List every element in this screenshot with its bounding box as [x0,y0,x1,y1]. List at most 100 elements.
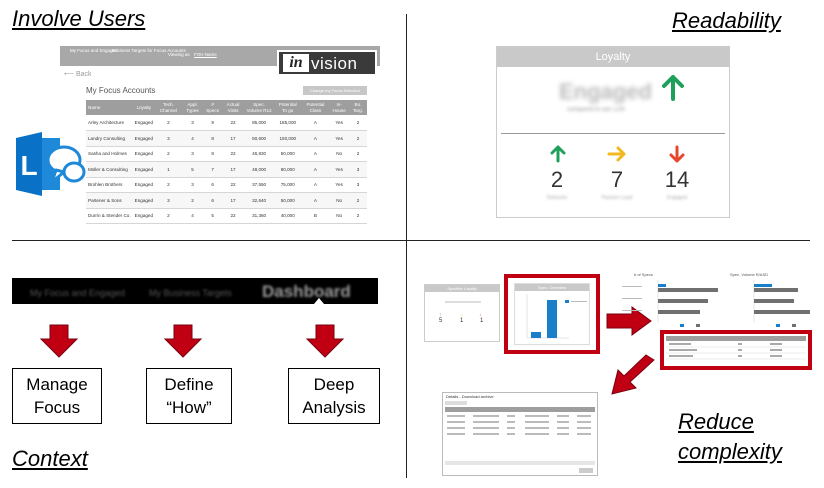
active-tab-notch [314,298,324,304]
table-cell: 31,360 [244,208,274,224]
table-cell: A [301,192,330,209]
svg-text:L: L [20,150,37,181]
table-cell: 22 [221,177,245,193]
table-cell: A [301,130,330,147]
mini-table-grid [445,401,595,473]
column-header[interactable]: Bo. Targ. [349,100,367,115]
table-cell: 7 [203,161,222,178]
dashboard-nav-bar: My Focus and Engaged My Business Targets… [12,278,378,304]
mock-nav-item[interactable]: My Focus and Engaged [70,48,118,53]
table-cell: 2 [155,208,182,224]
table-cell: 22 [221,115,245,131]
nav-item-focus[interactable]: My Focus and Engaged [30,288,126,298]
mini-loyalty-card: Specifier Loyalty ↑ → ↓ 5 1 1 [424,284,500,342]
table-cell: Engaged [132,177,156,193]
column-header[interactable]: Actual Visits [221,100,245,115]
table-cell: 3 [181,177,204,193]
table-cell: Yes [329,177,349,193]
table-cell: 50,600 [244,130,274,147]
column-header[interactable]: In-House [329,100,349,115]
box-line: Manage [26,375,88,394]
horizontal-divider [12,240,810,241]
table-cell: 3 [349,161,367,178]
table-cell: 150,000 [273,130,302,147]
column-header[interactable]: Potential To go [273,100,302,115]
table-cell: 2 [155,115,182,131]
table-cell: No [329,208,349,224]
table-cell: 22 [221,208,245,224]
table-cell: 85,000 [244,115,274,131]
column-header[interactable]: Spec. Volume R12 [244,100,274,115]
mock-back-link[interactable]: ⟵ Back [64,70,92,78]
table-cell: 22 [221,146,245,162]
table-cell: 8 [203,146,222,162]
table-cell: 40,000 [273,208,302,224]
mini-value: 1 [460,318,464,324]
mini-data-table [666,336,806,360]
mini-chart-title: Spec. Volume R/ASD [730,272,769,277]
back-label: Back [75,71,92,78]
count-value: 2 [550,167,564,192]
loyalty-main-value: Engaged [559,79,652,104]
column-header[interactable]: Tech. Channel [155,100,182,115]
table-cell: A [301,146,330,162]
count-label: Detractor [546,195,568,201]
table-cell: 2 [349,130,367,147]
table-cell: No [329,146,349,162]
box-line: Focus [33,398,81,417]
loyalty-divider [501,133,725,134]
q4-title-line2: complexity [678,439,782,464]
mini-spec-overview: Spec. Overview [514,283,590,345]
q1-title: Involve Users [12,6,146,31]
table-cell: Engaged [132,208,156,224]
table-cell: 37,550 [244,177,274,193]
q3-title: Context [12,446,88,471]
table-cell: 5 [181,161,204,178]
table-cell: 2 [155,177,182,193]
nav-item-dashboard[interactable]: Dashboard [262,282,351,301]
column-header[interactable]: Loyalty [132,100,156,115]
mini-down-icon: ↓ [479,312,482,318]
logo-vision-text: vision [311,54,358,73]
mini-card-title: Spec. Overview [515,284,589,291]
table-cell: 2 [349,192,367,209]
column-header[interactable]: Appl. Types [181,100,204,115]
table-cell: 17 [221,130,245,147]
column-header[interactable]: Potential Class [301,100,330,115]
box-line: Analysis [302,398,366,417]
table-cell: 75,000 [273,177,302,193]
nav-item-targets[interactable]: My Business Targets [149,288,232,298]
mock-nav-user[interactable]: FOH Name [194,52,217,57]
highlight-frame: Spec. Overview [504,274,600,354]
mock-nav-item[interactable]: Business Targets for Focus Accounts [112,48,186,53]
table-cell: B [301,208,330,224]
mini-value: 1 [480,318,484,324]
q4-title-line1: Reduce [678,409,754,434]
mini-right-icon: → [459,312,464,318]
column-header[interactable]: # Specs [203,100,222,115]
highlight-frame [660,330,812,370]
table-cell: 17 [221,161,245,178]
arrow-down-icon [669,145,685,163]
define-how-box: Define “How” [146,368,232,424]
table-cell: 3 [155,130,182,147]
count-label: Passive Loyal [601,195,633,201]
table-cell: 3 [181,115,204,131]
column-header[interactable]: Name [86,100,133,115]
table-cell: Yes [329,115,349,131]
lync-icon: L [16,132,86,196]
change-focus-button[interactable]: Change my Focus Selection [303,86,367,95]
mini-up-icon: ↑ [439,312,442,318]
down-arrow-icon [306,324,344,358]
table-cell: 3 [155,192,182,209]
manage-focus-box: Manage Focus [12,368,102,424]
